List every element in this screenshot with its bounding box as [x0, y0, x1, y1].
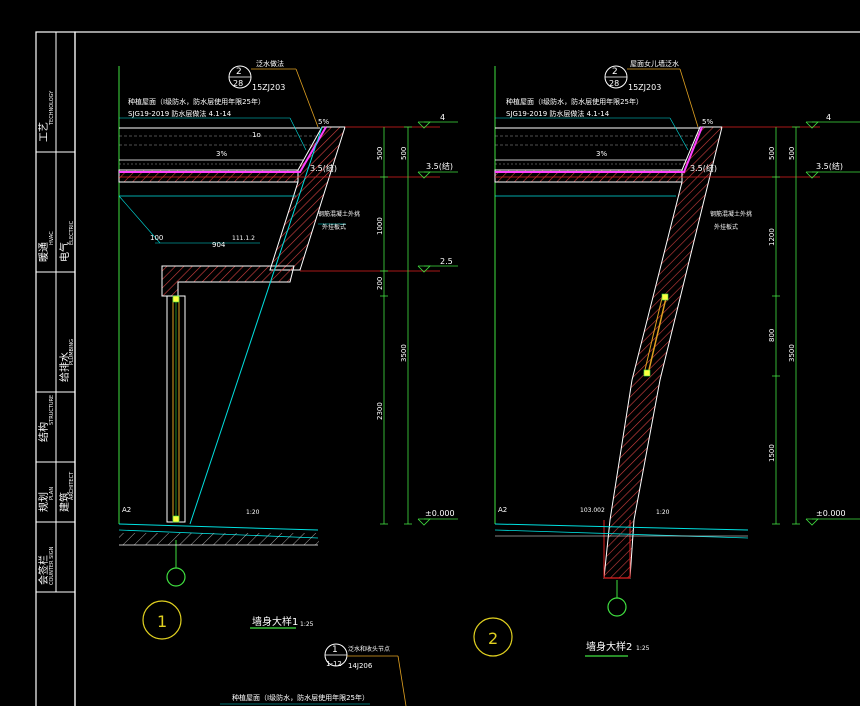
svg-text:ELECTRIC: ELECTRIC — [69, 220, 75, 245]
d2-level-mid: 3.5(结) — [816, 161, 843, 171]
axis-bubble-2 — [607, 597, 627, 617]
axis-bubble — [166, 567, 186, 587]
d2-title: 墙身大样2 — [586, 640, 632, 653]
d3-callout-sheet: 1-12 — [326, 660, 342, 668]
svg-text:500: 500 — [788, 147, 796, 160]
svg-text:1200: 1200 — [768, 228, 776, 246]
svg-text:TECHNOLOGY: TECHNOLOGY — [49, 90, 55, 126]
d2-wall-note1: 钢筋混凝土外挑 — [710, 210, 752, 218]
tb-architect: 建筑 — [58, 492, 71, 512]
d2-level-ground: ±0.000 — [816, 509, 846, 518]
d1-inner-label: 1o — [252, 131, 261, 139]
d1-slope: 5% — [318, 118, 329, 126]
svg-text:2300: 2300 — [376, 402, 384, 420]
d1-dim-angle: 111.1.2 — [232, 235, 255, 242]
d3-note1: 种植屋面（I级防水，防水层使用年限25年） — [232, 693, 369, 702]
d2-callout-ref: 15ZJ203 — [628, 83, 661, 92]
d2-circle-num: 2 — [488, 629, 498, 648]
d2-scale: 1:25 — [636, 645, 650, 652]
svg-text:500: 500 — [400, 147, 408, 160]
tb-hvac: 暖通 — [37, 242, 50, 262]
tb-electric: 电气 — [58, 242, 71, 262]
tb-plumbing: 给排水 — [58, 352, 71, 382]
d2-dim-angle: 103.002 — [580, 507, 605, 514]
d1-slope-ground: 1:20 — [246, 509, 260, 516]
svg-text:COUNTER SIGN: COUNTER SIGN — [49, 546, 55, 585]
d2-level-struct-inner: 3.5(结) — [690, 163, 717, 173]
d1-callout-label: 泛水做法 — [256, 59, 284, 68]
svg-text:500: 500 — [376, 147, 384, 160]
d1-callout-sheet: 28 — [233, 79, 243, 88]
detail-2 — [473, 65, 860, 657]
svg-text:800: 800 — [768, 329, 776, 342]
detail-1 — [118, 65, 458, 640]
d2-slope: 5% — [702, 118, 713, 126]
d1-wall-note2: 外挂板式 — [322, 223, 346, 231]
d1-note2: SJG19-2019 防水层做法 4.1-14 — [128, 109, 232, 118]
svg-text:STRUCTURE: STRUCTURE — [49, 395, 55, 425]
tb-technology: 工艺 — [38, 122, 50, 142]
svg-text:500: 500 — [768, 147, 776, 160]
d1-mark-a: A2 — [122, 506, 131, 514]
tb-countersign: 会签栏 — [37, 555, 50, 585]
drawing-border — [74, 31, 860, 706]
d2-callout-sheet: 28 — [609, 79, 619, 88]
d1-level-struct-inner: 3.5(结) — [310, 163, 337, 173]
svg-text:PLUMBING: PLUMBING — [69, 339, 75, 365]
title-block-labels: 会签栏 规划 结构 暖通 工艺 建筑 给排水 电气 — [37, 122, 71, 585]
d1-callout-num: 2 — [236, 67, 242, 77]
d2-mark-a: A2 — [498, 506, 507, 514]
tb-plan: 规划 — [37, 492, 50, 512]
tb-structure: 结构 — [37, 422, 50, 442]
svg-text:1000: 1000 — [376, 217, 384, 235]
d1-level-low: 2.5 — [440, 257, 453, 266]
svg-text:PLAN: PLAN — [49, 487, 55, 500]
svg-text:3500: 3500 — [788, 344, 796, 362]
d1-circle-num: 1 — [157, 612, 167, 631]
d1-level-mid: 3.5(结) — [426, 161, 453, 171]
detail-3 — [220, 643, 407, 706]
d3-callout-label: 泛水和收头节点 — [348, 645, 390, 653]
d2-slope2: 3% — [596, 150, 607, 158]
d1-note1: 种植屋面（I级防水，防水层使用年限25年） — [128, 97, 265, 106]
svg-text:200: 200 — [376, 277, 384, 290]
d2-callout-num: 2 — [612, 67, 618, 77]
d3-callout-num: 1 — [332, 645, 338, 655]
d2-callout-label: 屋面女儿墙泛水 — [630, 59, 679, 68]
svg-text:HVAC: HVAC — [49, 231, 55, 245]
svg-text:3500: 3500 — [400, 344, 408, 362]
d1-level-top: 4 — [440, 113, 445, 122]
d2-wall-note2: 外挂板式 — [714, 223, 738, 231]
svg-text:ARCHITECT: ARCHITECT — [69, 471, 75, 500]
d1-dim-100: 100 — [150, 234, 163, 242]
d1-callout-ref: 15ZJ203 — [252, 83, 285, 92]
d1-scale: 1:25 — [300, 621, 314, 628]
d3-callout-ref: 14J206 — [348, 662, 373, 670]
d1-title: 墙身大样1 — [252, 615, 298, 628]
d1-slope2: 3% — [216, 150, 227, 158]
d2-note2: SJG19-2019 防水层做法 4.1-14 — [506, 109, 610, 118]
d2-level-top: 4 — [826, 113, 831, 122]
d2-slope-ground: 1:20 — [656, 509, 670, 516]
d1-dim-904: 904 — [212, 241, 226, 249]
d1-level-ground: ±0.000 — [425, 509, 455, 518]
svg-text:1500: 1500 — [768, 444, 776, 462]
title-block-en: COUNTER SIGN PLAN STRUCTURE HVAC TECHNOL… — [49, 90, 75, 585]
d1-wall-note1: 钢筋混凝土外挑 — [318, 210, 360, 218]
d2-note1: 种植屋面（I级防水，防水层使用年限25年） — [506, 97, 643, 106]
